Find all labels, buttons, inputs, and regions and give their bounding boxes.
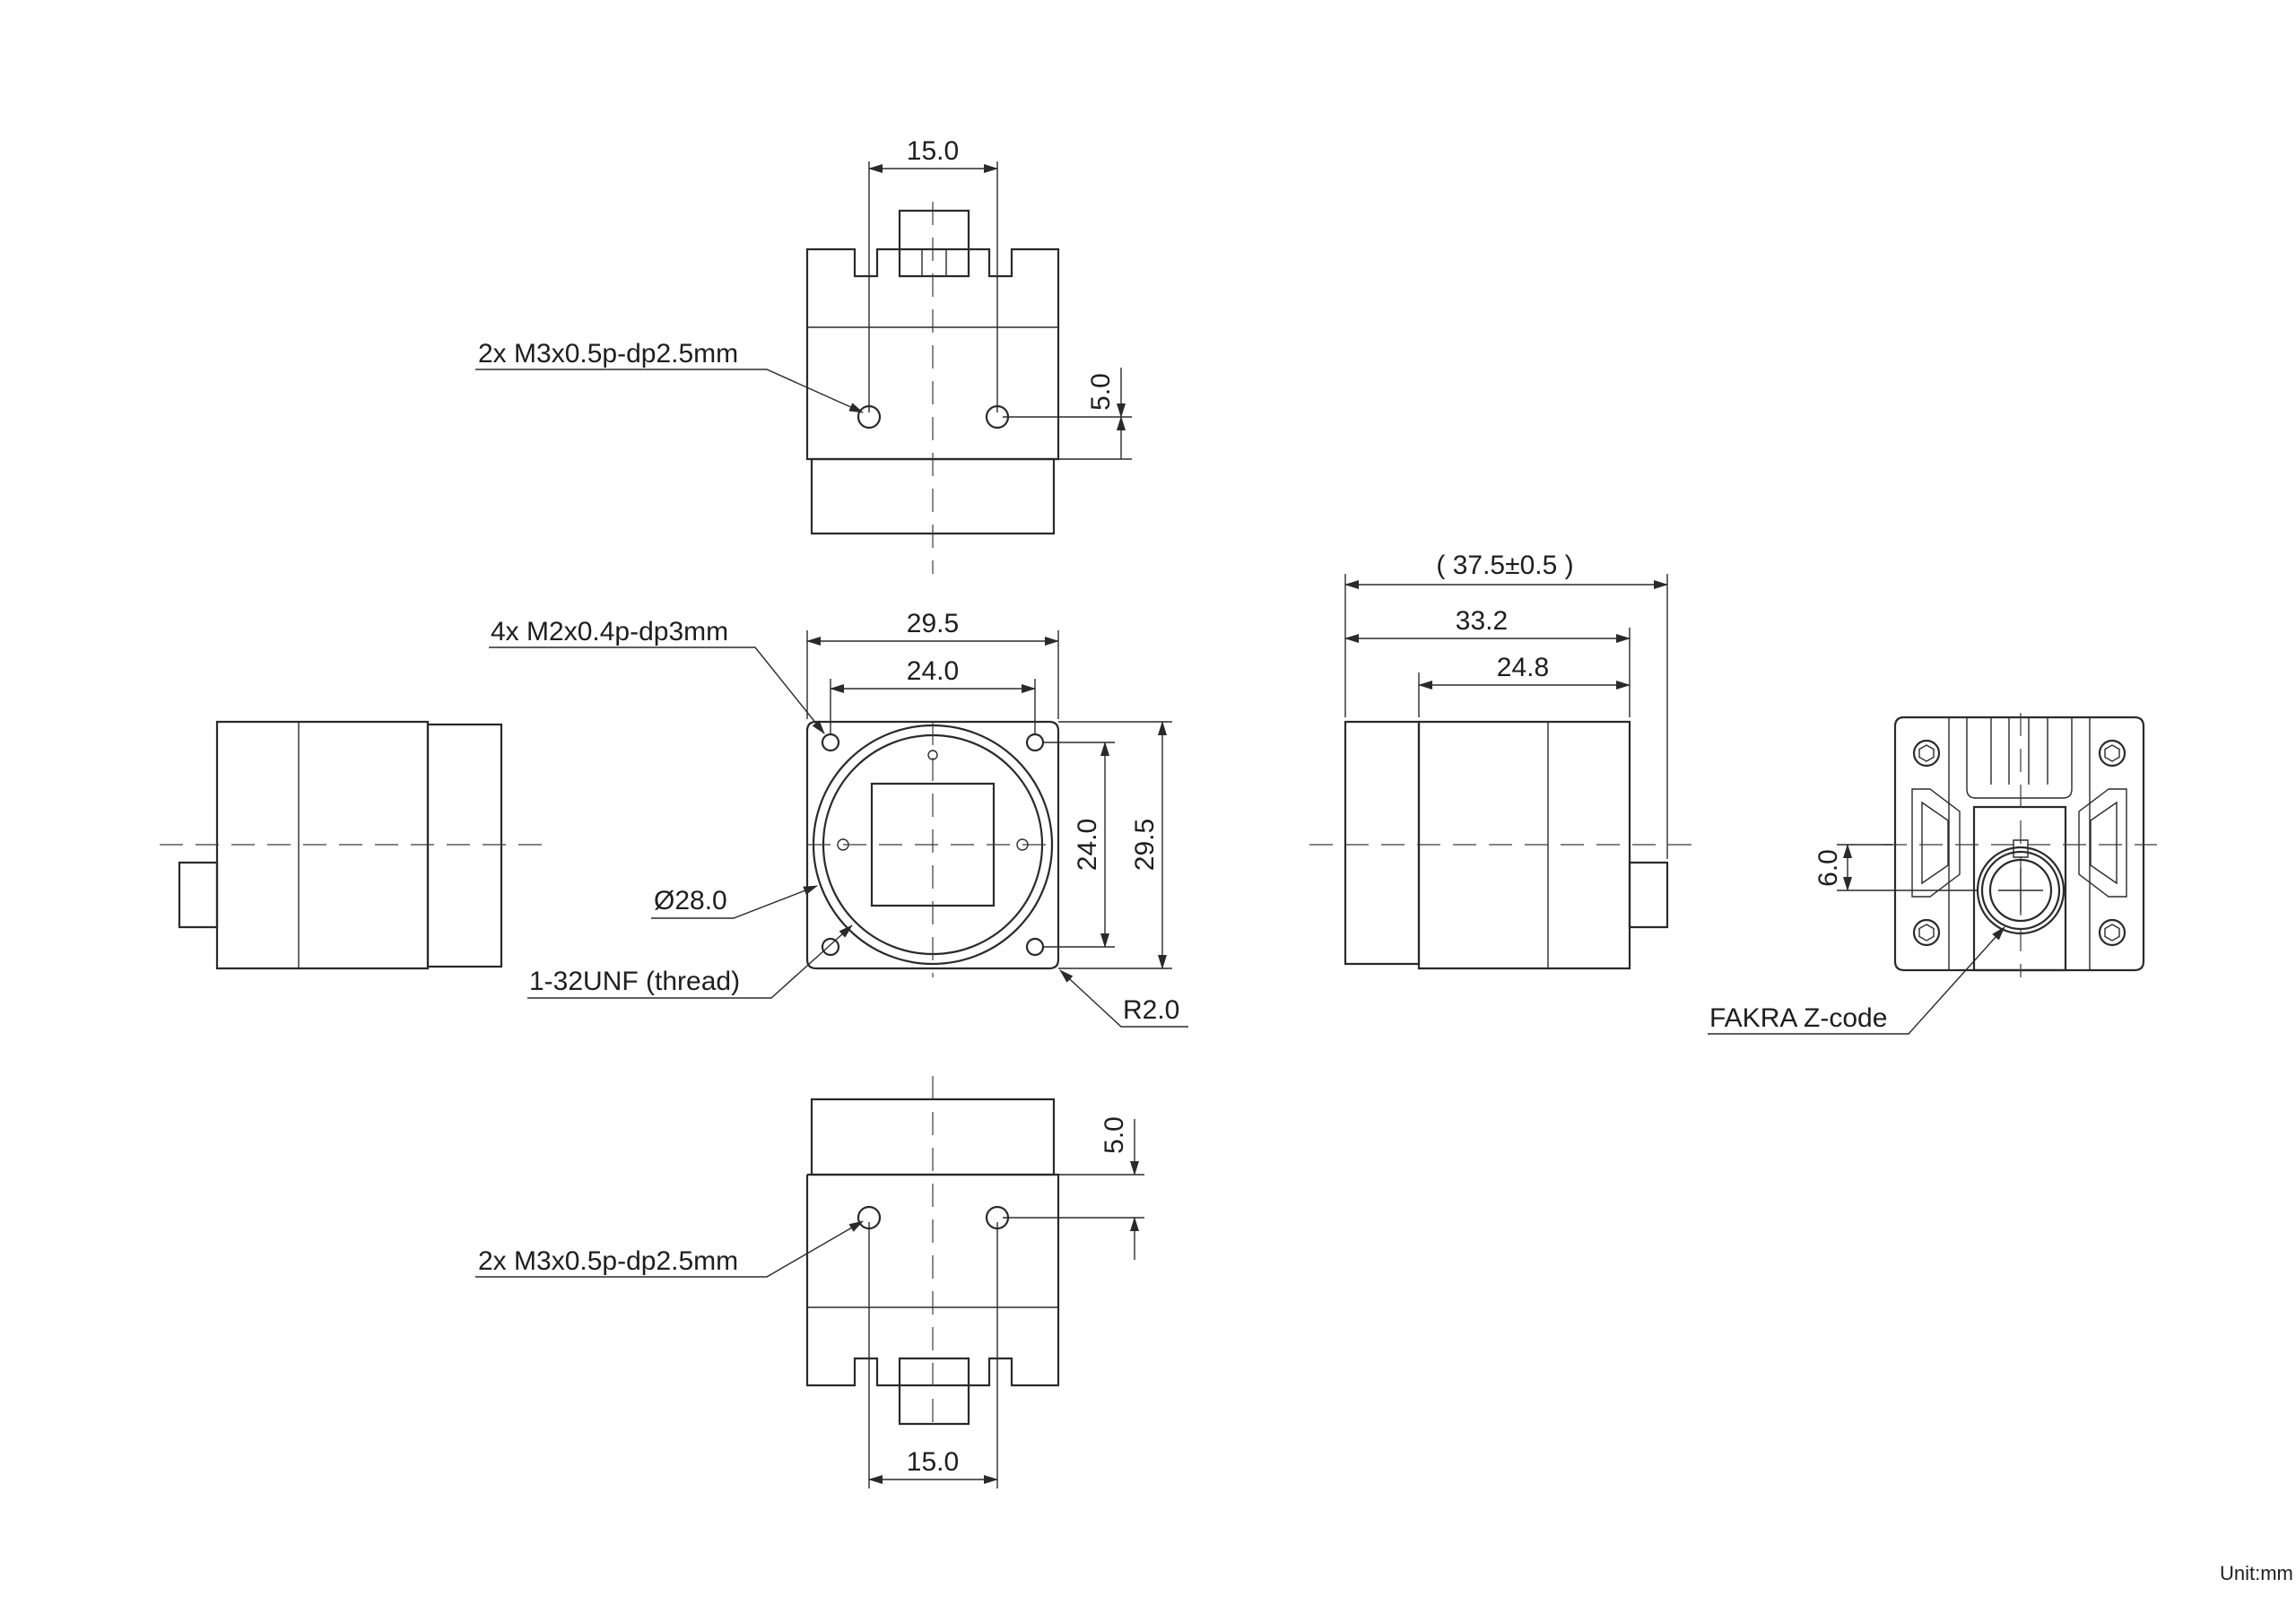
bottom-view-body-outline	[807, 1175, 1058, 1385]
rear-view-body	[1895, 717, 2144, 970]
rear-view-screw-hex	[1919, 745, 1934, 761]
front-view-radius-note: R2.0	[1123, 995, 1179, 1025]
rear-view-connector-leader	[1708, 926, 2005, 1034]
bottom-view-hole-leader	[475, 1221, 864, 1277]
front-view-diameter-leader	[651, 886, 818, 918]
top-view: 15.0 5.0 2x M3x0.5p-dp2.5mm	[475, 136, 1132, 574]
rear-view-left-slot	[1912, 789, 1960, 897]
front-view-mount-hole	[1027, 734, 1043, 751]
left-view-connector	[179, 863, 217, 927]
unit-label: Unit:mm	[2220, 1562, 2293, 1584]
rear-view-connector-frame	[1974, 807, 2066, 970]
rear-view-screw	[2100, 741, 2125, 766]
right-side-view: ( 37.5±0.5 ) 33.2 24.8	[1309, 551, 1704, 968]
rear-view-fin-group	[1967, 717, 2072, 798]
front-view-hole-leader	[489, 647, 825, 734]
front-view: 29.5 24.0 24.0 29.5 4x M2x0.4p-dp3mm Ø28…	[489, 609, 1188, 1027]
rear-view-screw	[1914, 741, 1939, 766]
side-view-connector	[1630, 863, 1667, 927]
top-view-connector	[900, 211, 969, 276]
rear-view-right-slot-inner	[2091, 803, 2117, 883]
front-view-outer-height-label: 29.5	[1130, 819, 1160, 871]
top-view-body-outline	[807, 249, 1058, 459]
bottom-view-width-label: 15.0	[907, 1447, 959, 1477]
rear-view-connector-offset-label: 6.0	[1813, 849, 1843, 887]
front-view-hole-pitch-vertical-label: 24.0	[1073, 819, 1102, 871]
front-view-diameter-note: Ø28.0	[654, 886, 727, 915]
front-view-thread-note: 1-32UNF (thread)	[529, 967, 740, 996]
front-view-mount-hole	[1027, 939, 1043, 955]
front-view-body	[807, 722, 1058, 968]
front-view-mount-hole	[822, 939, 839, 955]
rear-view-screw-hex	[1919, 924, 1934, 941]
side-view-rear-section-label: 24.8	[1497, 653, 1549, 682]
rear-view-right-slot	[2079, 789, 2126, 897]
top-view-hole-leader	[475, 369, 864, 412]
bottom-view-offset-label: 5.0	[1100, 1116, 1129, 1154]
top-view-width-label: 15.0	[907, 136, 959, 166]
rear-view-screw-hex	[2105, 745, 2119, 761]
front-view-mount-hole	[822, 734, 839, 751]
rear-view-connector-note: FAKRA Z-code	[1709, 1003, 1887, 1033]
front-view-hole-note: 4x M2x0.4p-dp3mm	[491, 617, 728, 646]
front-view-outer-width-label: 29.5	[907, 609, 959, 638]
rear-view: 6.0 FAKRA Z-code	[1708, 713, 2157, 1034]
bottom-view: 5.0 15.0 2x M3x0.5p-dp2.5mm	[475, 1076, 1144, 1488]
side-view-body-length-label: 33.2	[1456, 606, 1508, 636]
rear-view-screw	[1914, 920, 1939, 945]
rear-view-screw-hex	[2105, 924, 2119, 941]
bottom-view-connector	[900, 1358, 969, 1424]
left-side-view	[160, 722, 547, 968]
rear-view-fins	[1991, 717, 2048, 785]
front-view-radius-leader	[1059, 969, 1188, 1027]
rear-view-screw	[2100, 920, 2125, 945]
side-view-lens-mount	[1345, 722, 1419, 964]
top-view-hole-note: 2x M3x0.5p-dp2.5mm	[478, 339, 738, 369]
left-view-lens-mount	[428, 725, 501, 967]
front-view-thread-leader	[527, 924, 853, 998]
rear-view-left-slot-inner	[1922, 803, 1948, 883]
front-view-hole-pitch-label: 24.0	[907, 656, 959, 686]
side-view-overall-length-label: ( 37.5±0.5 )	[1436, 551, 1573, 580]
top-view-offset-label: 5.0	[1086, 373, 1116, 411]
bottom-view-hole-note: 2x M3x0.5p-dp2.5mm	[478, 1246, 738, 1276]
